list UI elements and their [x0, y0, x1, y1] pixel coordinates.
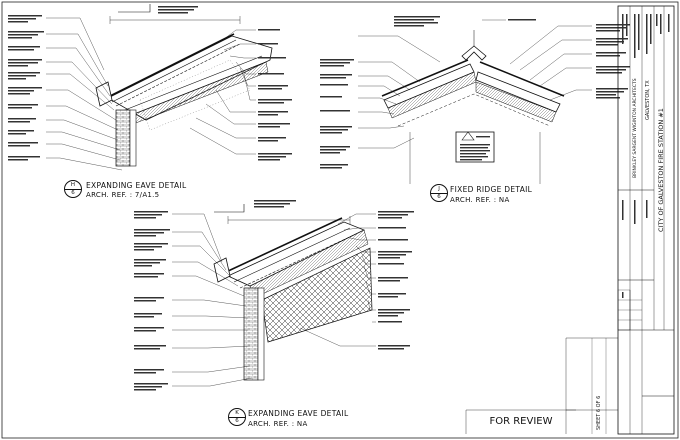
detail-j-title: FIXED RIDGE DETAIL: [450, 185, 533, 194]
detail-j-id: J: [438, 186, 440, 192]
detail-h-bubble: H 6: [64, 180, 82, 198]
detail-k-bubble: K 6: [228, 408, 246, 426]
title-block: [465, 5, 675, 435]
detail-k-drawing: [134, 200, 414, 391]
detail-k-title: EXPANDING EAVE DETAIL: [248, 409, 349, 418]
detail-h-ref: ARCH. REF. : 7/A1.5: [86, 191, 160, 199]
project-location: GALVESTON, TX: [645, 80, 651, 120]
detail-j-ref: ARCH. REF. : NA: [450, 196, 510, 204]
client-name: BRINKLEY SARGENT WIGINTON ARCHITECTS: [633, 78, 638, 178]
detail-h-title: EXPANDING EAVE DETAIL: [86, 181, 187, 190]
detail-j-bubble: J 6: [430, 184, 448, 202]
detail-h-id: H: [70, 182, 76, 188]
sheet-number: SHEET 6 OF 6: [596, 395, 602, 430]
detail-h-drawing: [8, 4, 292, 171]
detail-k-id: K: [235, 410, 239, 416]
detail-j-drawing: [320, 16, 630, 184]
detail-h-sheet: 6: [71, 190, 75, 196]
project-title: CITY OF GALVESTON FIRE STATION #1: [657, 108, 665, 232]
detail-k-ref: ARCH. REF. : NA: [248, 420, 308, 428]
for-review-stamp: FOR REVIEW: [489, 416, 553, 427]
detail-k-sheet: 6: [235, 418, 239, 424]
detail-j-sheet: 6: [437, 194, 441, 200]
